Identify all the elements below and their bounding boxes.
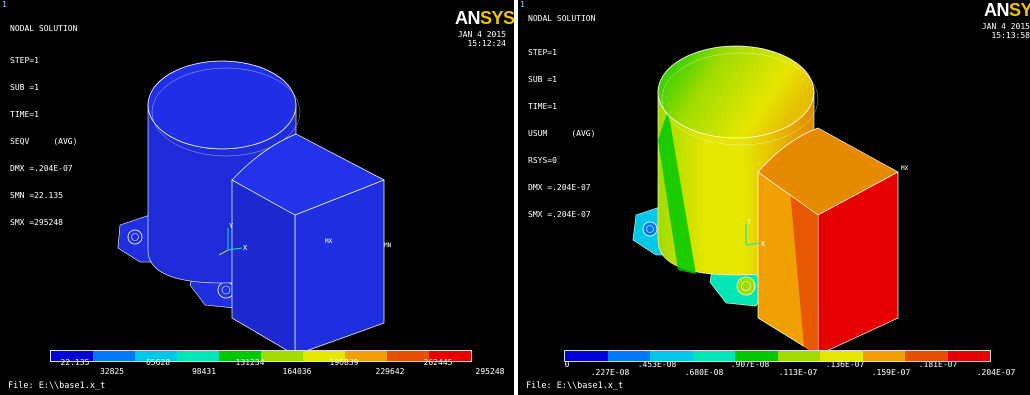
window-number: 1 [2, 0, 7, 9]
legend-label: .136E-07 [825, 360, 865, 369]
legend-label: .227E-08 [590, 368, 630, 377]
plot-title: NODAL SOLUTION [10, 24, 78, 33]
legend-label: 0 [564, 360, 570, 369]
model-3d-view: Y X MX [632, 45, 909, 356]
legend-swatch [607, 351, 650, 361]
info-line: SMX =.204E-07 [528, 210, 591, 219]
legend-swatch [135, 351, 177, 361]
legend-label: .680E-08 [684, 368, 724, 377]
ansys-logo: ANSYS [455, 8, 514, 28]
legend-swatch [692, 351, 735, 361]
contour-legend-bar [50, 350, 472, 362]
file-path: File: E:\\base1.x_t [526, 381, 624, 391]
legend-label: .453E-08 [637, 360, 677, 369]
window-number: 1 [520, 0, 525, 9]
plot-title: NODAL SOLUTION [528, 14, 596, 23]
legend-swatch [565, 351, 608, 361]
info-line: TIME=1 [528, 102, 557, 111]
date-text: JAN 4 2015 [981, 22, 1030, 31]
axis-y-label: Y [747, 218, 752, 226]
info-line: RSYS=0 [528, 156, 557, 165]
legend-label: 262445 [423, 358, 453, 367]
legend-label: 196839 [329, 358, 359, 367]
legend-swatch [261, 351, 303, 361]
time-text: 15:13:58 [991, 31, 1030, 40]
legend-label: .204E-07 [976, 368, 1016, 377]
max-marker: MX [325, 238, 333, 245]
info-line: TIME=1 [10, 110, 39, 119]
legend-swatch [51, 351, 93, 361]
legend-label: 295248 [475, 367, 505, 376]
info-line: SMX =295248 [10, 218, 63, 227]
legend-swatch [219, 351, 261, 361]
legend-swatch [93, 351, 135, 361]
legend-label: .159E-07 [871, 368, 911, 377]
plot-info: STEP=1 SUB =1 TIME=1 SEQV (AVG) DMX =.20… [10, 38, 77, 245]
legend-label: 229642 [375, 367, 405, 376]
legend-label: .113E-07 [778, 368, 818, 377]
legend-swatch [387, 351, 429, 361]
timestamp: JAN 4 2015 15:13:58 [982, 22, 1030, 40]
info-line: SEQV (AVG) [10, 137, 78, 146]
legend-swatch [905, 351, 948, 361]
axis-x-label: X [243, 244, 248, 252]
timestamp: JAN 4 2015 15:12:24 [458, 30, 506, 48]
info-line: DMX =.204E-07 [10, 164, 73, 173]
legend-swatch [862, 351, 905, 361]
axis-x-label: X [761, 240, 766, 248]
displacement-plot-window: 1 NODAL SOLUTION STEP=1 SUB =1 TIME=1 US… [518, 0, 1030, 395]
info-line: STEP=1 [528, 48, 557, 57]
legend-label: 164036 [282, 367, 312, 376]
info-line: DMX =.204E-07 [528, 183, 591, 192]
legend-label: .907E-08 [730, 360, 770, 369]
file-path: File: E:\\base1.x_t [8, 381, 106, 391]
legend-swatch [650, 351, 693, 361]
info-line: SUB =1 [528, 75, 557, 84]
legend-label: 131234 [235, 358, 265, 367]
stress-plot-window: 1 NODAL SOLUTION STEP=1 SUB =1 TIME=1 SE… [0, 0, 514, 395]
legend-swatch [777, 351, 820, 361]
info-line: SUB =1 [10, 83, 39, 92]
model-3d-view: Y X MX MN [117, 60, 392, 356]
legend-label: .181E-07 [918, 360, 958, 369]
legend-label: 32825 [99, 367, 125, 376]
max-marker: MX [901, 165, 909, 172]
legend-swatch [177, 351, 219, 361]
legend-label: 65628 [145, 358, 171, 367]
legend-swatch [820, 351, 863, 361]
plot-info: STEP=1 SUB =1 TIME=1 USUM (AVG) RSYS=0 D… [528, 30, 595, 237]
axis-y-label: Y [229, 222, 234, 230]
legend-swatch [303, 351, 345, 361]
info-line: SMN =22.135 [10, 191, 63, 200]
date-text: JAN 4 2015 [457, 30, 506, 39]
legend-label: 98431 [191, 367, 217, 376]
time-text: 15:12:24 [467, 39, 506, 48]
info-line: STEP=1 [10, 56, 39, 65]
ansys-logo: ANSYS [984, 0, 1030, 20]
legend-label: 22.135 [60, 358, 90, 367]
min-marker: MN [384, 242, 392, 249]
legend-swatch [735, 351, 778, 361]
legend-swatch [429, 351, 471, 361]
info-line: USUM (AVG) [528, 129, 596, 138]
legend-swatch [345, 351, 387, 361]
contour-legend-bar [564, 350, 991, 362]
legend-swatch [947, 351, 990, 361]
